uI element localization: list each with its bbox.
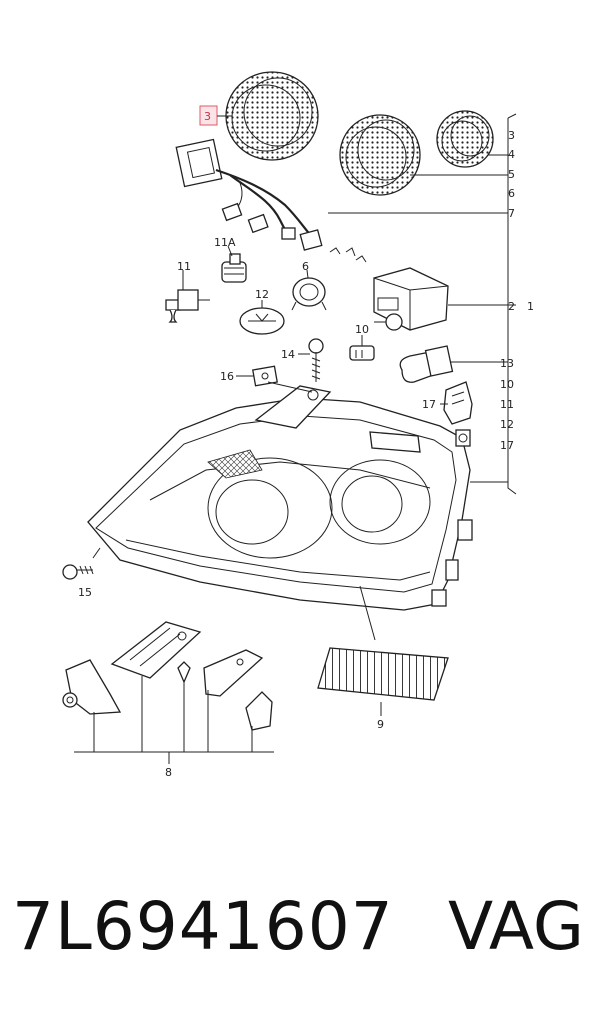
lens-9-part: [317, 585, 449, 716]
callout-13: 13: [500, 357, 514, 370]
cap-large-part: [225, 71, 319, 161]
callout-17-right: 17: [500, 439, 514, 452]
callout-11: 11: [177, 260, 191, 273]
callout-10-right: 10: [500, 378, 514, 391]
callout-17: 17: [422, 398, 436, 411]
bulb-11-part: [165, 289, 210, 323]
repair-bracket-set-8-part: [62, 621, 273, 731]
connector-17-part: [443, 381, 473, 425]
cap-small-part: [436, 110, 494, 168]
callout-7: 7: [508, 207, 515, 220]
callout-12: 12: [255, 288, 269, 301]
callout-2: 2: [508, 300, 515, 313]
screw-15-part: [62, 547, 101, 580]
callout-12-right: 12: [500, 418, 514, 431]
callout-6-left: 6: [302, 260, 309, 273]
callout-15: 15: [78, 586, 92, 599]
screw-14-part: [308, 338, 324, 382]
callout-6: 6: [508, 187, 515, 200]
headlight-exploded-diagram: 3: [62, 71, 534, 779]
leveling-motor-part: [373, 267, 449, 331]
callout-11-right: 11: [500, 398, 514, 411]
bulb-socket-11a-part: [221, 253, 247, 283]
bulb-holder-6-part: [291, 277, 327, 311]
halogen-bulb-13-part: [399, 345, 462, 383]
callout-1: 1: [527, 300, 534, 313]
callout-4: 4: [508, 148, 515, 161]
callout-5: 5: [508, 168, 515, 181]
headlight-housing-part: [87, 385, 473, 611]
wedge-bulb-10-part: [349, 345, 375, 361]
brand-label: VAG: [447, 888, 584, 965]
callout-8: 8: [165, 766, 172, 779]
wiring-harness-part: [175, 138, 367, 263]
footer: 7L6941607 VAG: [0, 880, 600, 1000]
callout-11a: 11A: [214, 236, 236, 249]
callout-3-right: 3: [508, 129, 515, 142]
bulb-12-part: [239, 307, 285, 335]
callout-14: 14: [281, 348, 295, 361]
cap-medium-part: [339, 114, 421, 196]
callout-3-highlight: 3: [204, 110, 211, 123]
part-number: 7L6941607: [12, 888, 394, 965]
callout-9: 9: [377, 718, 384, 731]
clip-16-part: [252, 365, 278, 387]
callout-16: 16: [220, 370, 234, 383]
callout-10: 10: [355, 323, 369, 336]
